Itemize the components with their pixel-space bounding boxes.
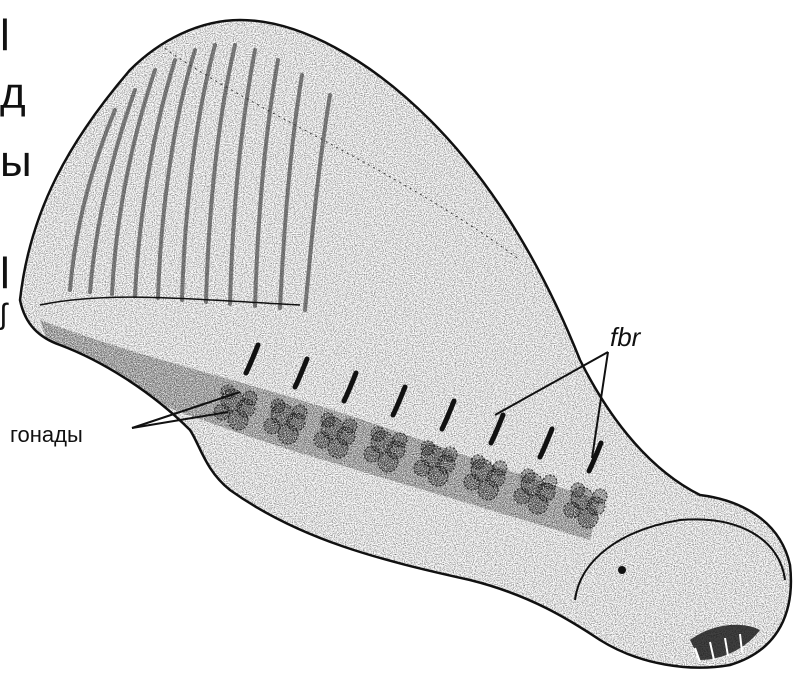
fbr-label: fbr (610, 322, 642, 352)
animal-body (20, 20, 791, 668)
eye-spot (618, 566, 626, 574)
gonads-label: гонады (10, 422, 83, 447)
